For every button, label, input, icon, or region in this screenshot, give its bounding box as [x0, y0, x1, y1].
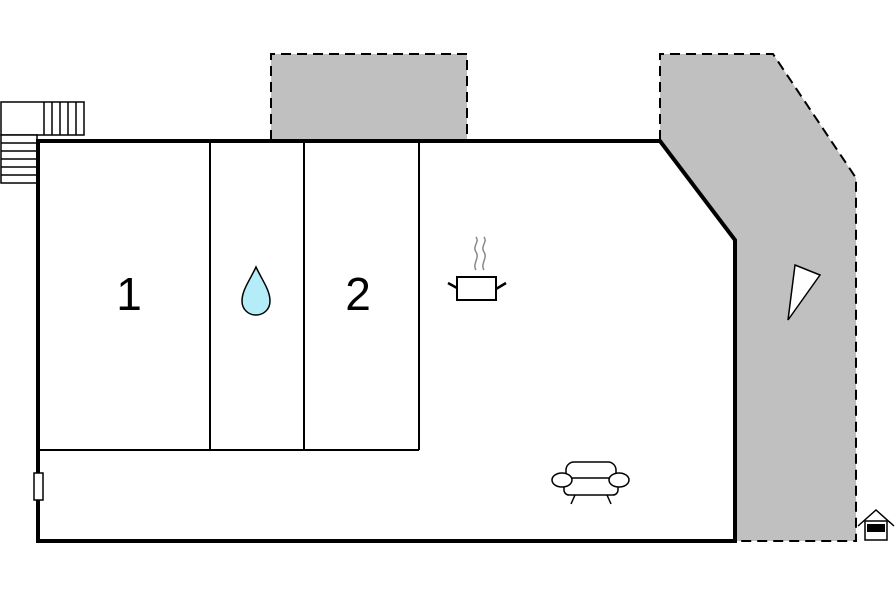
room-2-label: 2 [345, 268, 371, 320]
house-entrance-icon [857, 508, 895, 541]
sofa-icon [551, 461, 630, 505]
door-icon [33, 472, 44, 501]
sun-umbrella-icon [787, 263, 822, 321]
terrace-top [270, 53, 468, 141]
terrace-right [659, 53, 857, 542]
cooking-pot-icon [447, 236, 507, 301]
exterior-wall [36, 139, 737, 543]
water-drop-icon [241, 265, 271, 316]
interior-walls [38, 141, 420, 451]
room-1-label: 1 [116, 268, 142, 320]
staircase-icon [0, 101, 85, 184]
